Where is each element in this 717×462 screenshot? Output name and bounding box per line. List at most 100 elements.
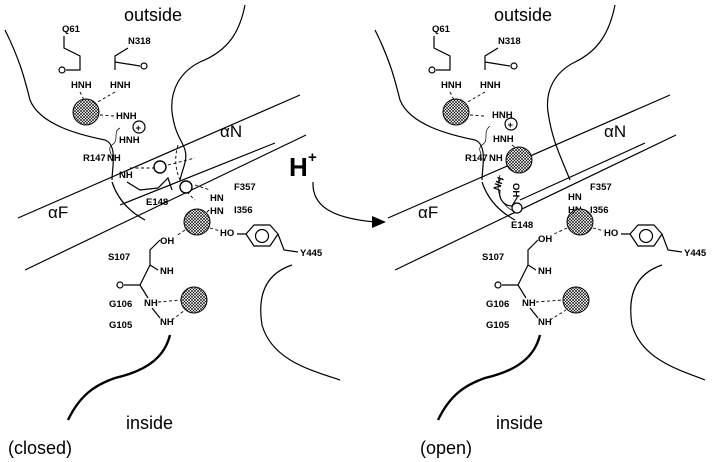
hbond-q61 [449, 91, 455, 101]
proton-curve [312, 181, 376, 223]
chloride-ion-top [442, 98, 470, 126]
s107-chain [502, 239, 539, 286]
protonation-transition: H + [289, 149, 386, 228]
g106-chain [139, 284, 149, 299]
inside-label: inside [496, 413, 543, 433]
plus-sign: + [136, 123, 142, 134]
outside-boundary-left [4, 29, 114, 181]
inside-label: inside [126, 413, 173, 433]
hbond-g106 [157, 299, 182, 303]
f357-hn: HN [210, 193, 224, 204]
n318-side-chain [484, 47, 511, 70]
g106-nh: NH [522, 298, 536, 309]
n318-oxygen [140, 62, 148, 70]
residue-g105: G105 [109, 320, 133, 331]
e148-backbone-nh: NH [492, 176, 507, 193]
helix-f-arc [481, 181, 516, 221]
state-label: (open) [420, 438, 472, 458]
residue-q61: Q61 [62, 24, 81, 35]
state-label: (closed) [8, 438, 72, 458]
hbond-e148-c [167, 157, 196, 166]
helix-n-label: αN [604, 122, 626, 141]
q61-amide: HNH [441, 80, 462, 91]
residue-f357: F357 [590, 182, 612, 193]
q61-oxygen [58, 66, 66, 74]
residue-y445: Y445 [684, 248, 707, 259]
f357-hn: HN [568, 192, 582, 203]
helix-f-line-upper [17, 94, 301, 219]
g105-chain [151, 307, 161, 319]
e148-oxygen-1 [153, 160, 167, 174]
hbond-r147 [469, 114, 485, 117]
helix-f-line-lower [394, 134, 677, 271]
q61-side-chain [433, 36, 451, 71]
inside-boundary-right [260, 264, 341, 381]
residue-g106: G106 [486, 299, 509, 310]
outside-label: outside [494, 5, 552, 25]
r147-hnh2: HNH [493, 134, 514, 145]
residue-g106: G106 [109, 299, 132, 310]
residue-r147: R147 [83, 153, 106, 164]
r147-backbone-nh: NH [107, 153, 121, 164]
n318-amide: HNH [480, 80, 501, 91]
chloride-ion-bottom [180, 286, 208, 314]
inside-boundary-right [630, 264, 706, 381]
r147-hnh2: HNH [119, 135, 140, 146]
e148-side-chain [126, 176, 173, 191]
helix-n-line [519, 142, 646, 201]
s107-oh: OH [160, 236, 174, 247]
hbond-i356 [204, 209, 210, 215]
inside-boundary-left [436, 334, 542, 421]
helix-f-line-lower [24, 134, 307, 271]
e148-oxygen-2 [179, 180, 193, 194]
residue-y445: Y445 [300, 248, 323, 259]
proton-charge: + [308, 149, 317, 166]
g106-chain [517, 284, 527, 299]
plus-sign: + [508, 120, 514, 131]
hbond-r147 [99, 114, 115, 117]
n318-amide: HNH [110, 80, 131, 91]
inside-boundary-left [66, 334, 172, 421]
chloride-ion-external [505, 146, 533, 174]
e148-oh: OH [510, 183, 521, 197]
helix-n-dashed-arc [175, 144, 196, 201]
s107-oh: OH [538, 234, 552, 245]
residue-q61: Q61 [432, 24, 451, 35]
g105-nh: NH [160, 317, 174, 328]
plus-charge [504, 117, 518, 131]
residue-f357: F357 [234, 182, 256, 193]
helix-f-label: αF [48, 203, 68, 222]
hbond-n318 [95, 91, 116, 104]
r147-backbone-nh: NH [489, 153, 503, 164]
residue-i356: I356 [234, 205, 253, 216]
y445-ring-inner [638, 228, 654, 244]
chloride-ion-center [566, 208, 594, 236]
e148-backbone-nh: NH [119, 170, 133, 181]
n318-oxygen [510, 62, 518, 70]
r147-hnh: HNH [492, 110, 513, 121]
residue-i356: I356 [590, 205, 609, 216]
hbond-g105 [549, 309, 567, 321]
open-panel: outside inside (open) αF αN Q61 HNH N318… [374, 4, 707, 458]
residue-n318: N318 [498, 36, 521, 47]
hbond-e148-b [194, 184, 211, 191]
r147-hnh: HNH [116, 111, 137, 122]
residue-e148: E148 [146, 197, 168, 208]
r147-chain [109, 127, 121, 159]
y445-chain [237, 233, 299, 253]
s107-oxygen [494, 281, 502, 289]
proton-label: H [289, 152, 308, 182]
q61-amide: HNH [71, 80, 92, 91]
helix-n-label: αN [220, 122, 242, 141]
s107-oxygen [116, 281, 124, 289]
g106-nh: NH [144, 298, 158, 309]
g105-nh: NH [538, 317, 552, 328]
hbond-q61 [79, 91, 85, 101]
helix-f-label: αF [418, 203, 438, 222]
q61-side-chain [63, 36, 81, 71]
hbond-ser [175, 229, 186, 237]
residue-s107: S107 [108, 252, 130, 263]
outside-boundary-right [171, 4, 246, 181]
hbond-i356 [571, 210, 577, 215]
